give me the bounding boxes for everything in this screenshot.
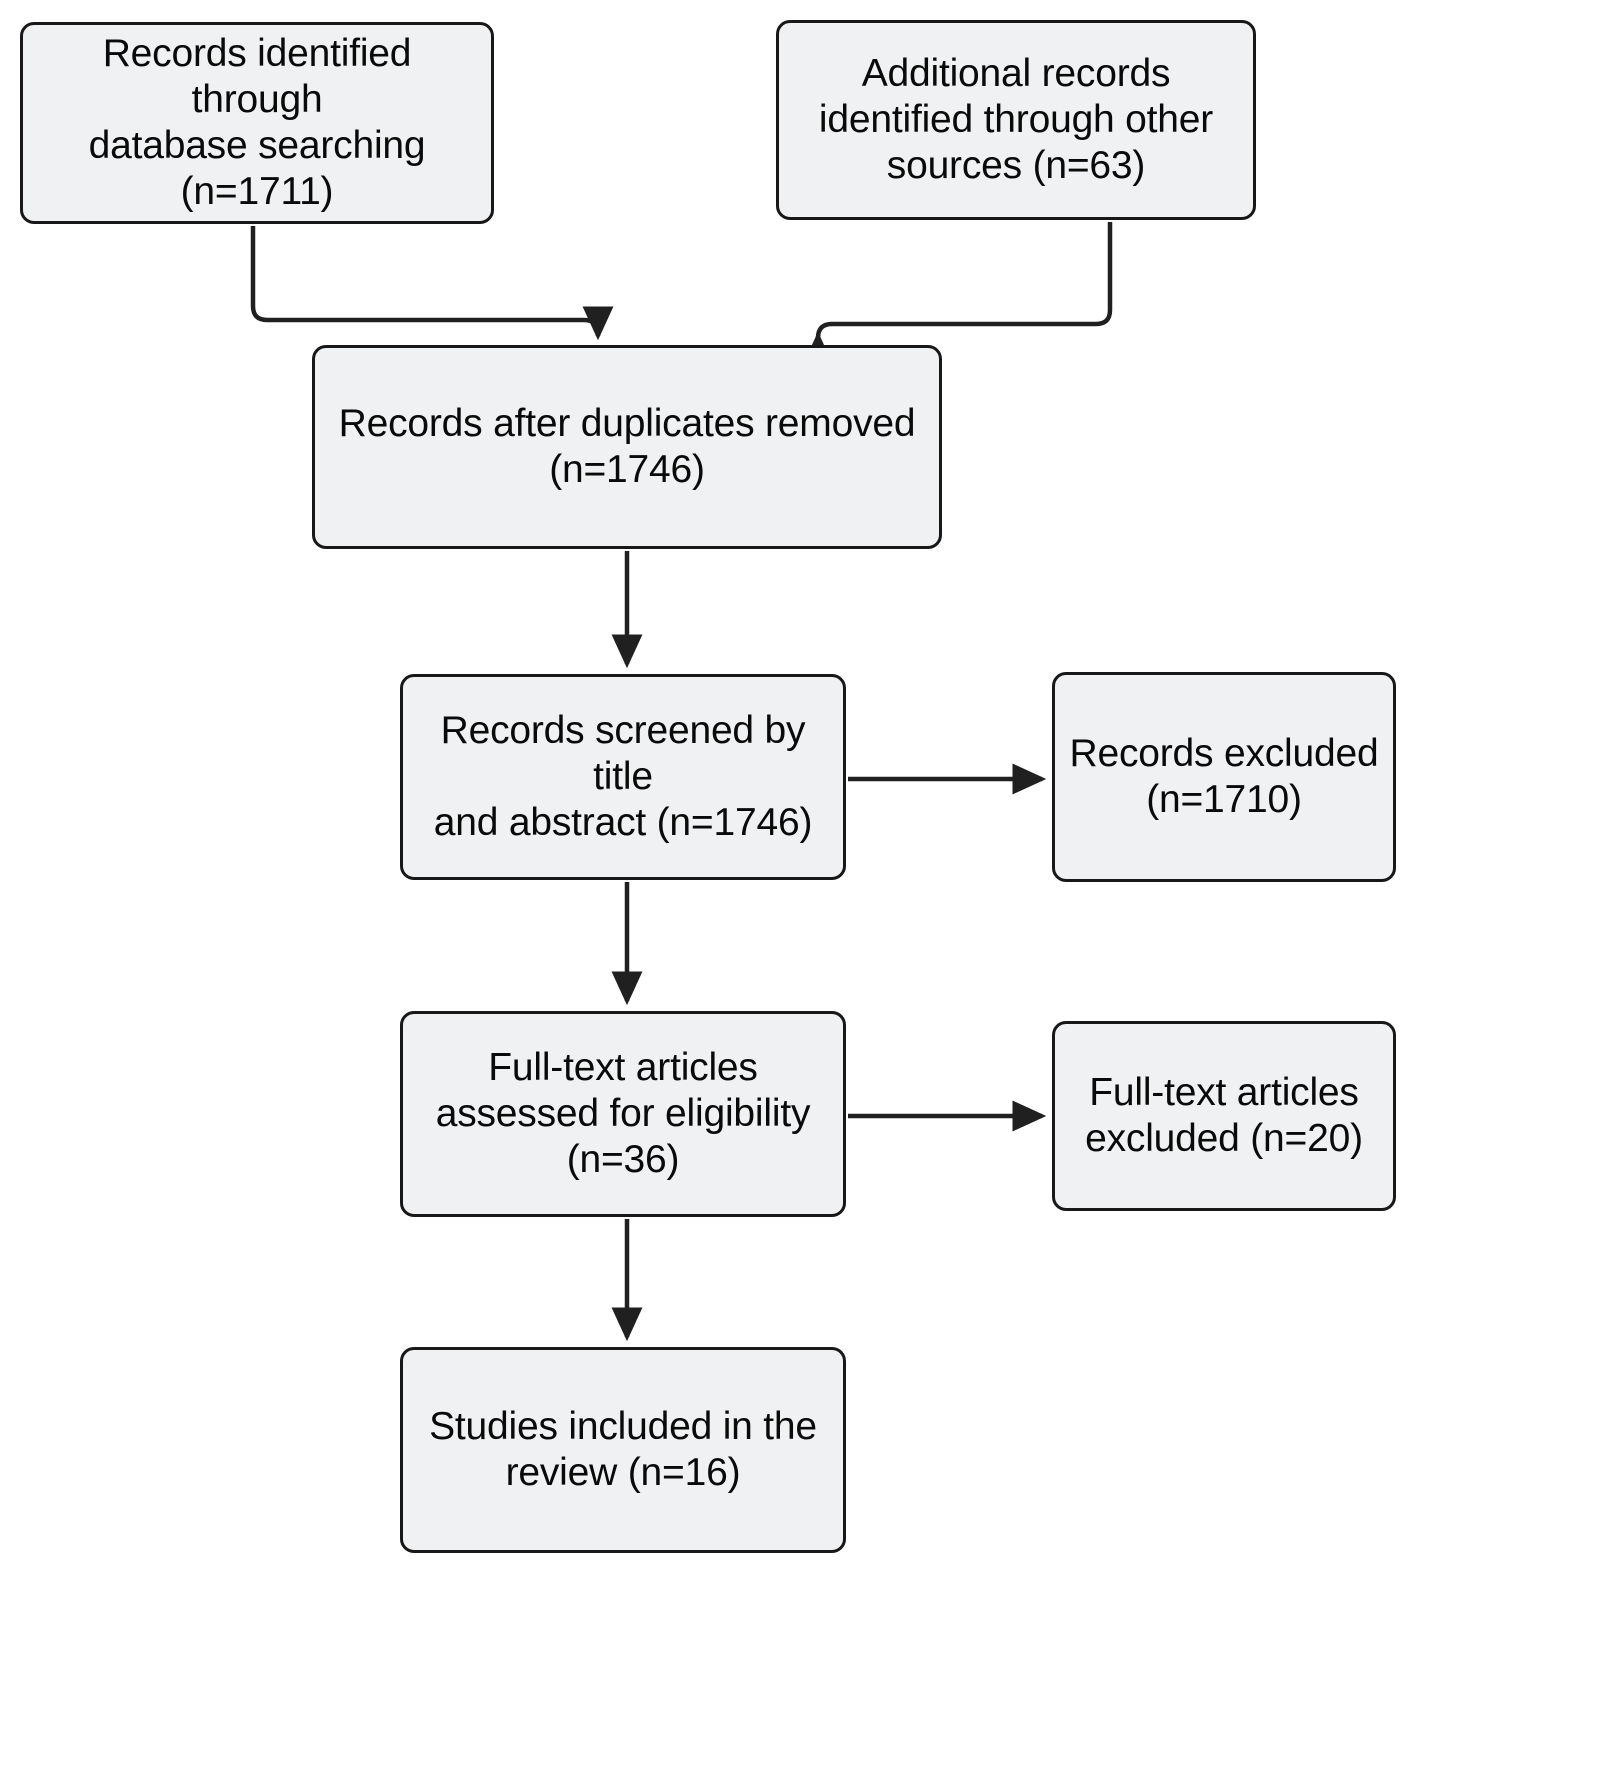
edge-db-to-duplicates [250, 226, 614, 341]
edge-other-to-duplicates [802, 222, 1113, 366]
node-label: Records after duplicates removed(n=1746) [338, 401, 916, 491]
node-records-after-duplicates-removed: Records after duplicates removed(n=1746) [312, 345, 942, 549]
node-label: Records excluded(n=1710) [1069, 731, 1379, 821]
node-records-excluded: Records excluded(n=1710) [1052, 672, 1396, 882]
